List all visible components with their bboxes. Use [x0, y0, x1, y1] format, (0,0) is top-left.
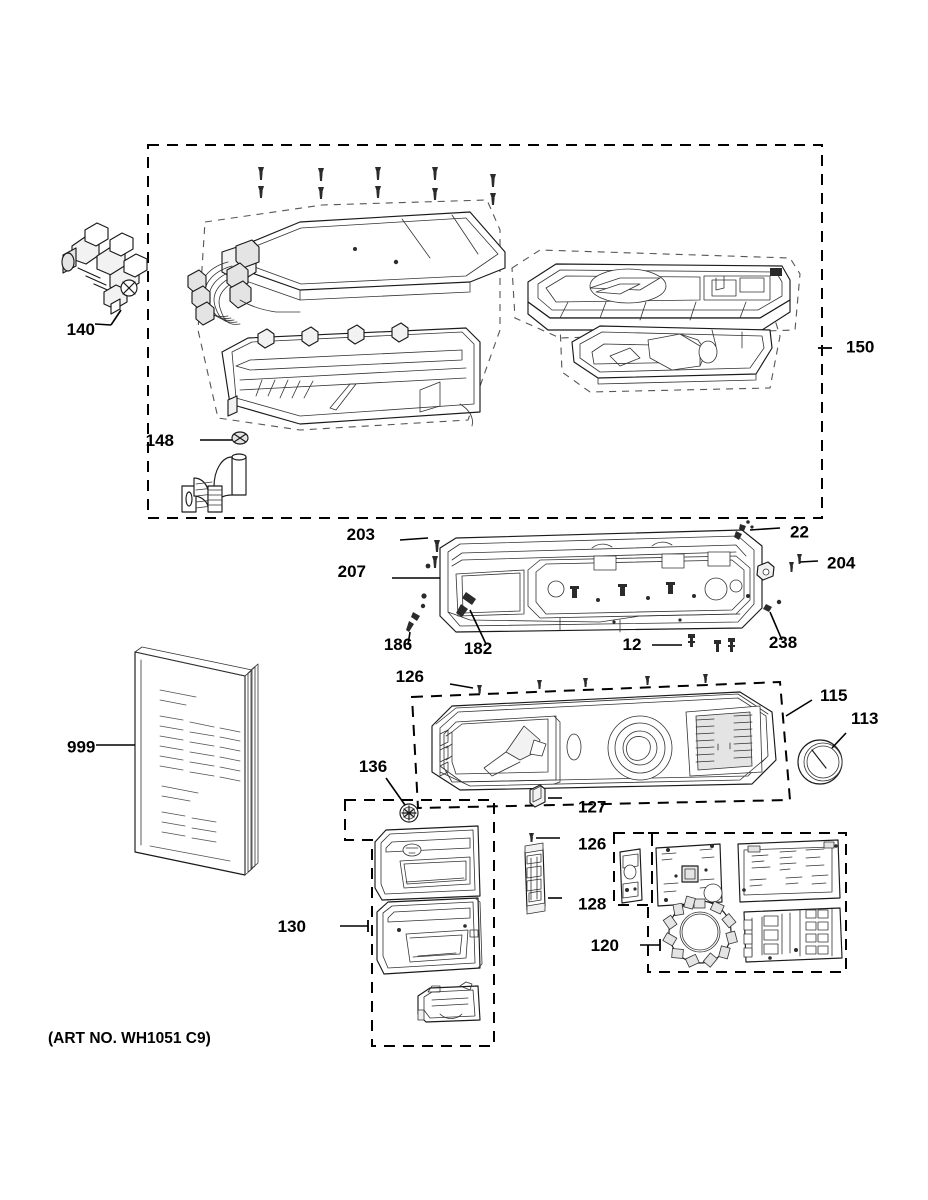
part-120-small-board [619, 848, 643, 904]
screw-126-connector [529, 833, 534, 842]
callout-label-186: 186 [384, 635, 412, 654]
screw-22 [734, 520, 754, 540]
callout-label-127: 127 [578, 797, 606, 816]
leader-203 [399, 537, 429, 541]
callout-label-204: 204 [827, 553, 856, 572]
part-150-dispenser-housing-top [527, 263, 791, 331]
group-boundary-115 [410, 680, 792, 810]
group-boundary-150 [147, 144, 823, 519]
part-113-control-knob [797, 739, 843, 785]
leader-126-console [449, 683, 474, 689]
group-boundary-120-sub [613, 832, 653, 906]
screw-238 [763, 599, 782, 612]
group-boundary-120 [647, 832, 847, 973]
group-boundary-130 [344, 799, 495, 1047]
callout-label-203: 203 [347, 525, 375, 544]
part-140-water-inlet-valve [61, 222, 148, 315]
callout-label-207: 207 [338, 562, 366, 581]
part-127-clip [529, 784, 546, 808]
screw-group-204 [789, 554, 802, 572]
callout-label-128: 128 [578, 894, 606, 913]
callout-label-12: 12 [623, 635, 642, 654]
leader-140b [110, 309, 122, 326]
part-130-drawer-bracket [417, 981, 481, 1023]
callout-label-126b: 126 [578, 834, 606, 853]
part-999-manual [134, 646, 259, 876]
part-dispenser-lid [187, 211, 506, 326]
part-150-dispenser-housing-bottom [571, 325, 773, 385]
callout-label-113: 113 [851, 709, 878, 728]
callout-labels: 140 150 148 203 207 186 182 12 22 204 23… [67, 320, 879, 955]
leader-113 [831, 732, 847, 749]
callout-label-126: 126 [396, 667, 424, 686]
leader-140 [94, 323, 112, 326]
part-drain-hose [181, 453, 247, 513]
part-128-connector-block [524, 842, 546, 915]
callout-label-238: 238 [769, 633, 797, 652]
callout-label-182: 182 [464, 639, 492, 658]
screw-cluster-top [258, 167, 496, 205]
part-148-clamp [231, 431, 249, 445]
leader-115 [785, 699, 813, 717]
screw-182 [456, 592, 476, 617]
leader-204 [799, 560, 819, 563]
callout-label-148: 148 [146, 431, 174, 450]
subgroup-outline-150-upper [511, 249, 801, 339]
leader-238 [769, 611, 783, 641]
screw-group-12 [688, 634, 735, 652]
part-130-drawer-tray [376, 897, 483, 975]
callout-label-136: 136 [359, 757, 387, 776]
callout-label-130: 130 [278, 917, 306, 936]
callout-label-140: 140 [67, 320, 95, 339]
part-130-drawer-front [374, 825, 481, 901]
subgroup-outline-dispenser-upper [197, 199, 501, 431]
part-207-control-panel [439, 529, 775, 633]
leader-136 [385, 777, 406, 806]
callout-label-150: 150 [846, 337, 874, 356]
screw-186 [406, 593, 427, 632]
callout-label-22: 22 [790, 522, 809, 541]
part-120-main-board [655, 843, 723, 907]
leader-182 [469, 609, 487, 645]
part-120-terminal-block [743, 907, 843, 963]
part-120-rotary-encoder [662, 895, 738, 968]
callout-label-120: 120 [591, 936, 619, 955]
callout-label-999: 999 [67, 737, 95, 756]
art-number-label: (ART NO. WH1051 C9) [48, 1030, 211, 1047]
screw-group-203 [425, 540, 440, 569]
part-136-cap [399, 803, 419, 823]
screw-group-126-console [477, 674, 708, 694]
part-120-large-board [737, 839, 841, 903]
leader-186 [407, 631, 411, 646]
part-115-control-console [431, 691, 777, 791]
callout-label-115: 115 [820, 686, 847, 705]
subgroup-outline-150-lower [559, 309, 781, 393]
part-dispenser-body-left [221, 322, 481, 427]
leader-22 [749, 527, 781, 531]
